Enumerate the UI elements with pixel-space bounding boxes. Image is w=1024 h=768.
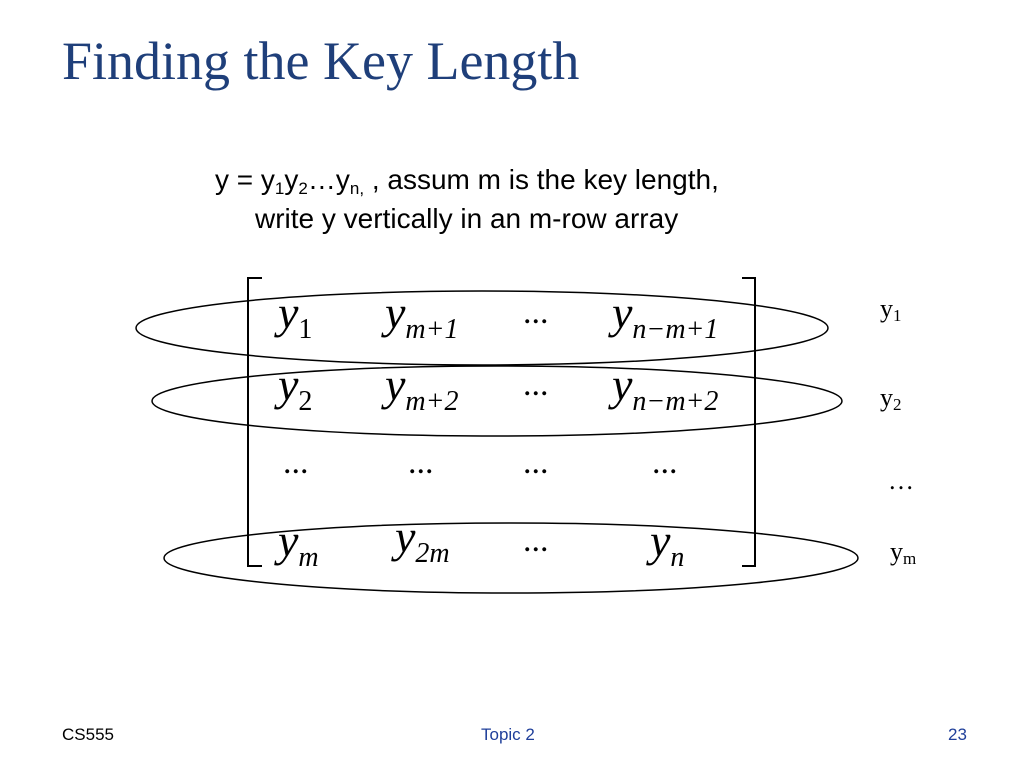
footer-topic: Topic 2 <box>481 725 535 744</box>
matrix-cell: ym <box>278 515 319 573</box>
row-label: ym <box>890 537 917 568</box>
matrix-cell: yn−m+2 <box>612 359 719 417</box>
matrix-cell: yn <box>650 515 685 573</box>
row-label: y1 <box>880 294 902 325</box>
matrix-right-bracket <box>742 277 756 567</box>
footer-course: CS555 <box>62 725 114 744</box>
intro-line-2: write y vertically in an m-row array <box>255 203 679 234</box>
matrix-cell: y2 <box>278 359 313 417</box>
matrix-cell: ym+2 <box>385 359 459 417</box>
matrix-cell-dots: ... <box>523 444 549 481</box>
matrix-cell: yn−m+1 <box>612 287 719 345</box>
row-m-ellipse <box>163 522 859 594</box>
row-1-ellipse <box>135 290 829 366</box>
row-2-ellipse <box>151 365 843 437</box>
matrix-cell-dots: ... <box>523 366 549 403</box>
matrix-cell-dots: ... <box>652 444 678 481</box>
matrix-cell: y2m <box>395 511 450 569</box>
matrix-cell-dots: ... <box>408 444 434 481</box>
matrix-cell: y1 <box>278 287 313 345</box>
matrix-cell-dots: ... <box>523 522 549 559</box>
matrix-cell-dots: ... <box>283 444 309 481</box>
matrix-left-bracket <box>247 277 262 567</box>
slide-title: Finding the Key Length <box>62 31 580 91</box>
intro-line-1: y = y1y2…yn, , assum m is the key length… <box>215 164 719 198</box>
row-label: … <box>888 466 914 495</box>
matrix-cell-dots: ... <box>523 294 549 331</box>
row-label: y2 <box>880 383 902 414</box>
matrix-cell: ym+1 <box>385 287 459 345</box>
footer-page-number: 23 <box>948 725 967 744</box>
